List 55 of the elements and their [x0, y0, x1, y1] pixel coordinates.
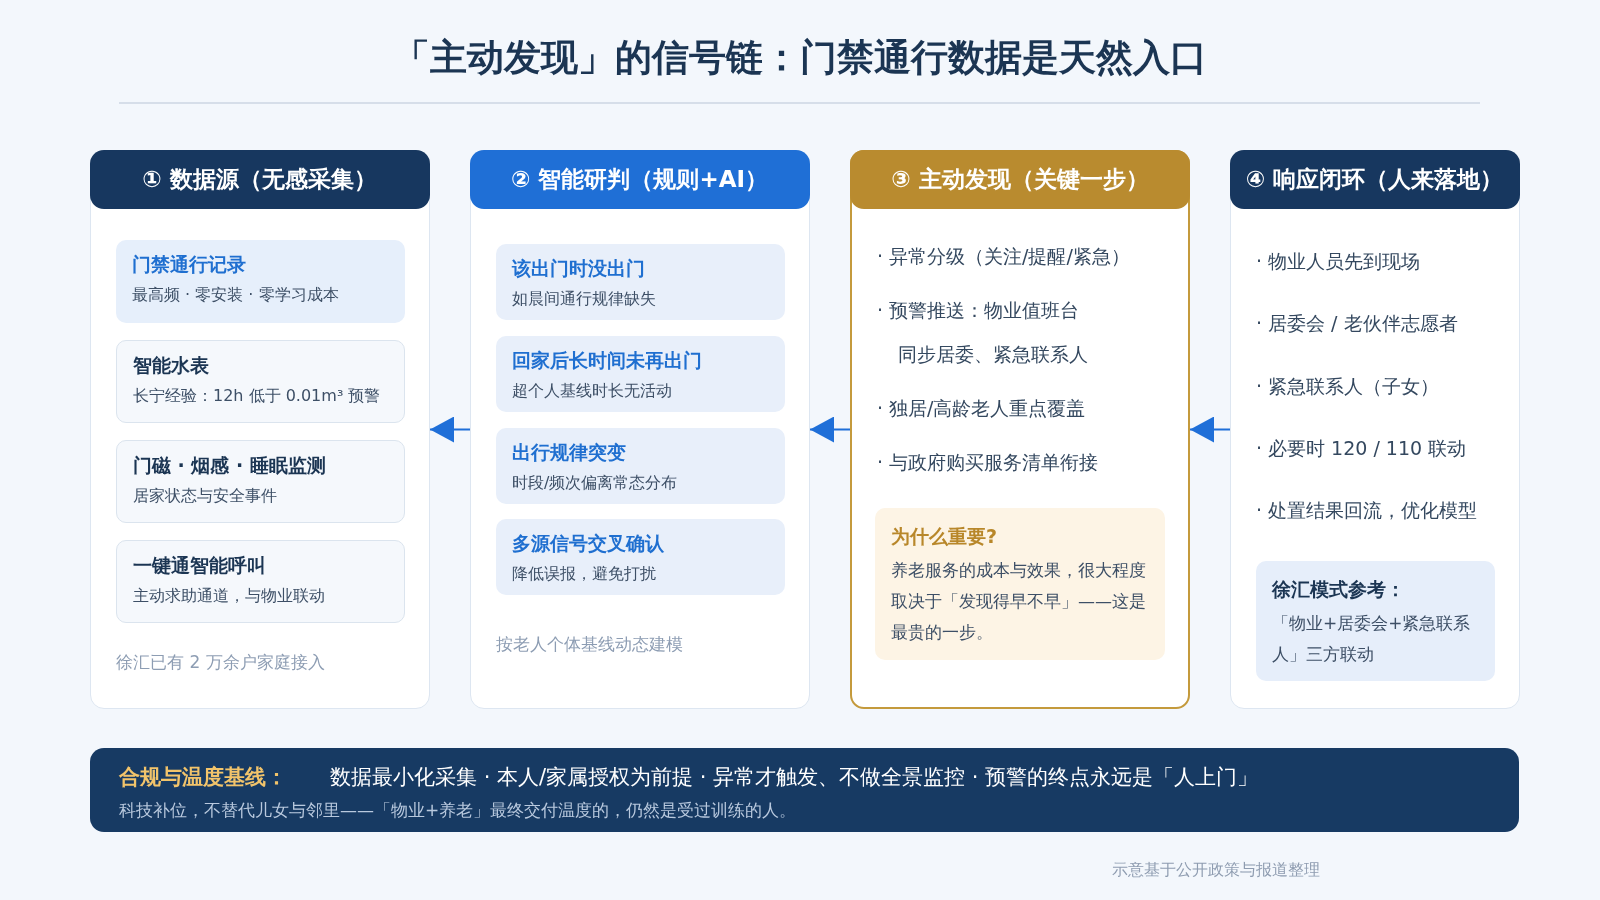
card-description: 时段/频次偏离常态分布: [512, 472, 679, 494]
card-description: 如晨间通行规律缺失: [512, 288, 657, 310]
card-title: 出行规律突变: [512, 440, 627, 465]
card-description: 居家状态与安全事件: [133, 485, 278, 507]
info-card: [116, 540, 405, 623]
info-card: [116, 340, 405, 423]
card-title: 智能水表: [133, 353, 210, 378]
info-card: [116, 440, 405, 523]
principle-banner: [90, 748, 1519, 832]
card-description: 超个人基线时长无活动: [512, 380, 673, 402]
list-item: · 与政府购买服务清单衔接: [877, 450, 1099, 475]
card-title: 该出门时没出门: [512, 256, 646, 281]
list-item: · 独居/高龄老人重点覆盖: [877, 396, 1086, 421]
arrow: [429, 416, 471, 443]
column-panel: [850, 150, 1190, 709]
card-description: 降低误报，避免打扰: [512, 563, 657, 585]
banner-heading: 合规与温度基线：: [119, 764, 287, 792]
card-title: 多源信号交叉确认: [512, 531, 665, 556]
note-text: 「物业+居委会+紧急联系人」三方联动: [1272, 612, 1472, 666]
footnote: 徐汇已有 2 万余户家庭接入: [116, 651, 325, 674]
column-header: ④ 响应闭环（人来落地）: [1229, 149, 1520, 209]
info-card: [116, 240, 405, 323]
card-description: 最高频 · 零安装 · 零学习成本: [132, 284, 340, 306]
column-panel: [1230, 150, 1520, 709]
note-card: [875, 508, 1165, 660]
card-title: 门禁通行记录: [132, 252, 247, 277]
note-title: 为什么重要?: [891, 524, 999, 549]
column-header: ③ 主动发现（关键一步）: [850, 150, 1190, 209]
arrow: [809, 416, 851, 443]
column-header: ② 智能研判（规则+AI）: [469, 149, 810, 209]
source-note: 示意基于公开政策与报道整理: [1112, 859, 1320, 881]
card-title: 回家后长时间未再出门: [512, 348, 703, 373]
note-title: 徐汇模式参考：: [1272, 577, 1406, 602]
column-panel: [90, 150, 430, 709]
list-item: · 处置结果回流，优化模型: [1256, 498, 1478, 523]
banner-subtext: 科技补位，不替代儿女与邻里——「物业+养老」最终交付温度的，仍然是受过训练的人。: [119, 799, 797, 823]
note-text: 养老服务的成本与效果，很大程度取决于「发现得早不早」——这是最贵的一步。: [891, 559, 1147, 644]
column-header: ① 数据源（无感采集）: [89, 149, 430, 209]
card-description: 长宁经验：12h 低于 0.01m³ 预警: [133, 385, 382, 407]
card-description: 主动求助通道，与物业联动: [133, 585, 326, 607]
card-title: 一键通智能呼叫: [133, 553, 267, 578]
banner-text: 数据最小化采集 · 本人/家属授权为前提 · 异常才触发、不做全景监控 · 预警的终点永远是「人上门」: [330, 764, 1259, 792]
list-item: · 紧急联系人（子女）: [1256, 374, 1440, 399]
list-item: · 必要时 120 / 110 联动: [1256, 436, 1467, 461]
list-item: 同步居委、紧急联系人: [898, 342, 1088, 367]
card-title: 门磁 · 烟感 · 睡眠监测: [133, 453, 327, 478]
note-card: [1256, 561, 1495, 681]
column-panel: [470, 150, 810, 709]
list-item: · 物业人员先到现场: [1256, 249, 1421, 274]
list-item: · 预警推送：物业值班台: [877, 298, 1080, 323]
title: 「主动发现」的信号链：门禁通行数据是天然入口: [393, 35, 1207, 81]
footnote: 按老人个体基线动态建模: [496, 633, 683, 656]
arrow: [1189, 416, 1231, 443]
list-item: · 居委会 / 老伙伴志愿者: [1256, 311, 1458, 336]
list-item: · 异常分级（关注/提醒/紧急）: [877, 244, 1130, 269]
